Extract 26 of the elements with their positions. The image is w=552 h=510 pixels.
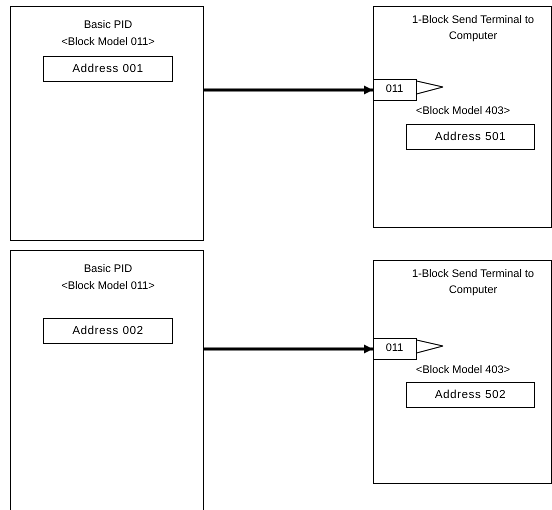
input-port xyxy=(373,338,444,360)
address-label: Address 001 xyxy=(71,62,145,77)
block-model-label: <Block Model 403> xyxy=(414,363,512,378)
block-title: Basic PID xyxy=(82,262,134,277)
block-title: 1-Block Send Terminal to Computer xyxy=(410,267,536,298)
block-model-label: <Block Model 403> xyxy=(414,104,512,119)
address-label: Address 502 xyxy=(434,388,508,403)
function-block xyxy=(10,250,204,510)
address-box xyxy=(43,56,173,82)
address-box xyxy=(43,318,173,344)
arrow xyxy=(204,86,373,94)
block-model-label: <Block Model 011> xyxy=(60,279,156,294)
block-title: Basic PID xyxy=(82,18,134,33)
address-label: Address 002 xyxy=(71,324,145,339)
arrow xyxy=(204,344,373,354)
function-block xyxy=(10,6,204,241)
block-model-label: <Block Model 011> xyxy=(60,35,156,50)
port-label: 011 xyxy=(384,82,404,97)
address-box xyxy=(406,382,535,408)
port-label: 011 xyxy=(384,341,404,356)
address-label: Address 501 xyxy=(434,130,508,145)
block-title: 1-Block Send Terminal to Computer xyxy=(410,13,536,44)
input-port xyxy=(373,79,444,101)
address-box xyxy=(406,124,535,150)
function-block xyxy=(373,260,552,484)
function-block xyxy=(373,6,552,228)
